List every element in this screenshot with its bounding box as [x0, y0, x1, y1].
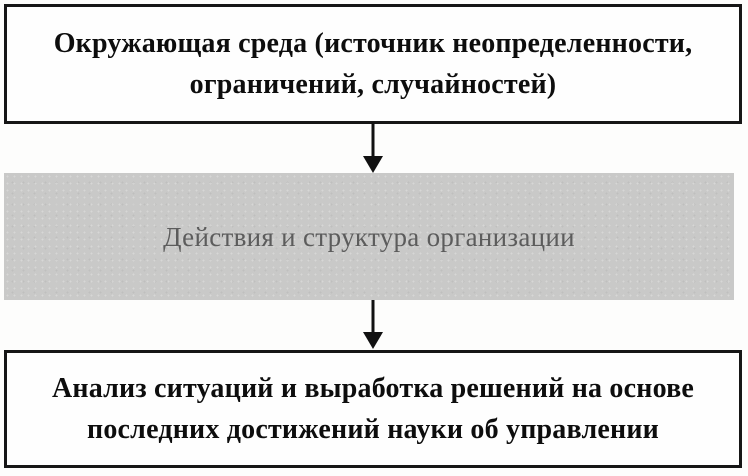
- box-text-line: последних достижений науки об управлении: [87, 414, 659, 445]
- box-text-line: Анализ ситуаций и выработка решений на о…: [51, 373, 695, 404]
- box-actions-structure: Действия и структура организации: [4, 173, 734, 300]
- down-arrow-icon: [363, 300, 383, 349]
- box-analysis: Анализ ситуаций и выработка решений на о…: [4, 350, 742, 468]
- down-arrow-icon: [363, 122, 383, 173]
- box-text-line: ограничений, случайностей): [189, 69, 557, 100]
- box-text-line: Действия и структура организации: [163, 221, 575, 252]
- box-environment: Окружающая среда (источник неопределенно…: [4, 4, 742, 124]
- box-text-line: Окружающая среда (источник неопределенно…: [53, 28, 693, 59]
